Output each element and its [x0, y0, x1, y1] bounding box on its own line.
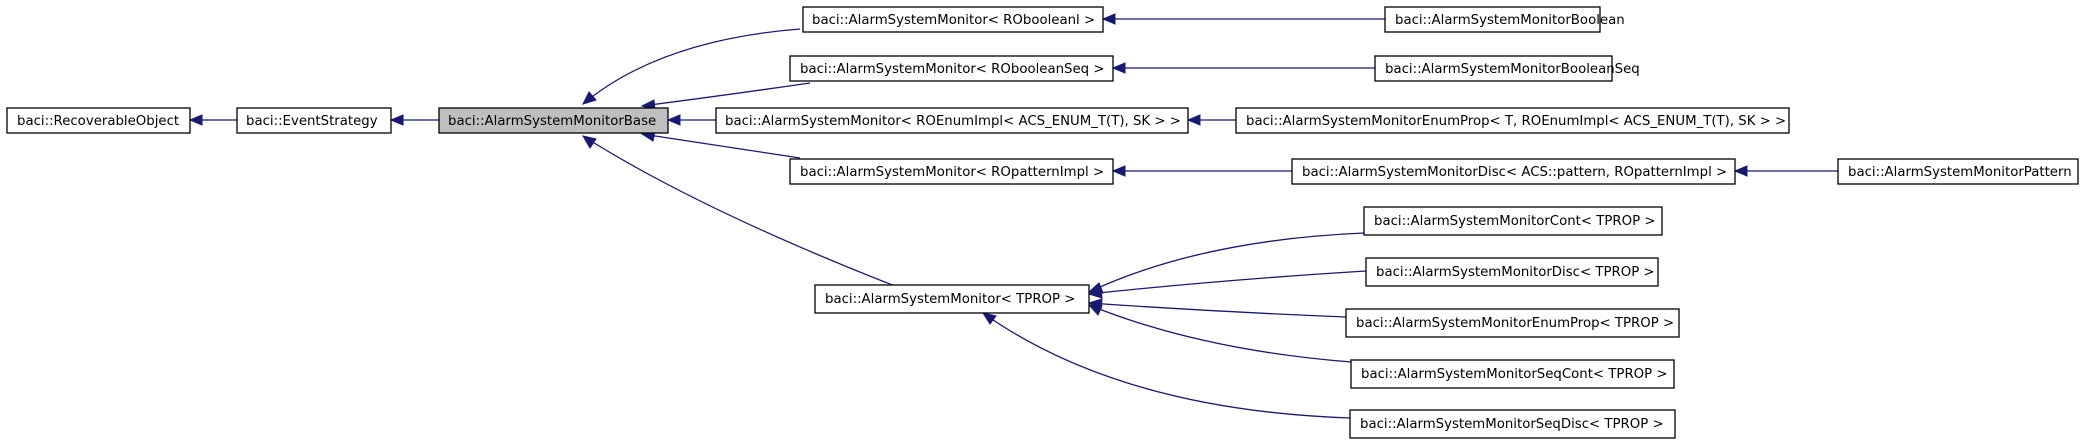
- arrowhead: [188, 114, 203, 126]
- node-asm-pattern[interactable]: baci::AlarmSystemMonitorPattern: [1837, 158, 2079, 185]
- node-asm-seqcont-tprop[interactable]: baci::AlarmSystemMonitorSeqCont< TPROP >: [1350, 359, 1675, 389]
- node-recoverable-object[interactable]: baci::RecoverableObject: [6, 107, 191, 134]
- node-asm-disc-pattern[interactable]: baci::AlarmSystemMonitorDisc< ACS::patte…: [1291, 158, 1736, 185]
- node-label: baci::AlarmSystemMonitorDisc< ACS::patte…: [1302, 165, 1727, 180]
- node-label: baci::AlarmSystemMonitorBase: [448, 114, 656, 129]
- arrowhead: [1087, 287, 1103, 299]
- edge-asm-ropatternimpl-to-base: [641, 133, 801, 159]
- node-label: baci::AlarmSystemMonitorDisc< TPROP >: [1376, 265, 1655, 280]
- edge-asm-enumprop-tprop-to-asm-tprop: [1088, 302, 1347, 318]
- edge-asm-roboolean-to-base: [582, 28, 801, 105]
- edge-asm-cont-tprop-to-asm-tprop: [1088, 232, 1365, 293]
- edge-asm-disc-tprop-to-asm-tprop: [1088, 270, 1367, 295]
- node-asm-roboolean[interactable]: baci::AlarmSystemMonitor< RObooleanl >: [802, 6, 1104, 33]
- node-label: baci::AlarmSystemMonitorSeqCont< TPROP >: [1361, 367, 1668, 382]
- node-event-strategy[interactable]: baci::EventStrategy: [236, 107, 392, 134]
- node-asm-robooleanseq[interactable]: baci::AlarmSystemMonitor< RObooleanSeq >: [789, 55, 1114, 82]
- edges: [188, 13, 1838, 419]
- node-label: baci::AlarmSystemMonitor< RObooleanl >: [812, 13, 1095, 28]
- node-label: baci::AlarmSystemMonitorCont< TPROP >: [1374, 214, 1655, 229]
- edge-asm-robooleanseq-to-base: [641, 82, 811, 107]
- edge-asm-seqcont-tprop-to-asm-tprop: [1088, 304, 1352, 363]
- node-asm-enumprop-tprop[interactable]: baci::AlarmSystemMonitorEnumProp< TPROP …: [1345, 308, 1680, 338]
- node-asm-tprop[interactable]: baci::AlarmSystemMonitor< TPROP >: [814, 284, 1090, 314]
- node-label: baci::AlarmSystemMonitor< TPROP >: [825, 292, 1075, 307]
- node-alarm-system-monitor-base[interactable]: baci::AlarmSystemMonitorBase: [438, 107, 669, 134]
- node-asm-disc-tprop[interactable]: baci::AlarmSystemMonitorDisc< TPROP >: [1365, 257, 1659, 287]
- nodes: baci::RecoverableObject baci::EventStrat…: [6, 6, 2079, 439]
- node-label: baci::AlarmSystemMonitorEnumProp< TPROP …: [1356, 316, 1674, 331]
- arrowhead: [389, 114, 404, 126]
- arrowhead: [1111, 165, 1126, 177]
- arrowhead: [666, 114, 681, 126]
- node-label: baci::AlarmSystemMonitor< ROpatternImpl …: [800, 165, 1104, 180]
- arrowhead: [581, 135, 597, 149]
- arrowhead: [1087, 304, 1103, 316]
- arrowhead: [582, 91, 597, 105]
- edge-asm-tprop-to-base: [582, 135, 901, 289]
- node-asm-roenumimpl[interactable]: baci::AlarmSystemMonitor< ROEnumImpl< AC…: [715, 107, 1189, 134]
- node-label: baci::AlarmSystemMonitorBoolean: [1395, 13, 1625, 28]
- node-asm-ropatternimpl[interactable]: baci::AlarmSystemMonitor< ROpatternImpl …: [789, 158, 1114, 185]
- arrowhead: [1733, 165, 1748, 177]
- node-label: baci::RecoverableObject: [17, 114, 179, 129]
- edge-asm-seqdisc-tprop-to-asm-tprop: [982, 312, 1351, 419]
- node-label: baci::AlarmSystemMonitorEnumProp< T, ROE…: [1246, 114, 1786, 129]
- node-label: baci::EventStrategy: [246, 114, 378, 129]
- arrowhead: [1101, 13, 1116, 25]
- node-label: baci::AlarmSystemMonitor< ROEnumImpl< AC…: [725, 114, 1181, 129]
- arrowhead: [1111, 62, 1126, 74]
- arrowhead: [1186, 114, 1201, 126]
- node-label: baci::AlarmSystemMonitorPattern: [1848, 165, 2072, 180]
- node-label: baci::AlarmSystemMonitorSeqDisc< TPROP >: [1360, 417, 1664, 432]
- node-label: baci::AlarmSystemMonitorBooleanSeq: [1385, 62, 1640, 77]
- node-asm-seqdisc-tprop[interactable]: baci::AlarmSystemMonitorSeqDisc< TPROP >: [1349, 409, 1676, 439]
- arrowhead: [981, 312, 997, 325]
- node-asm-booleanseq[interactable]: baci::AlarmSystemMonitorBooleanSeq: [1374, 55, 1640, 82]
- node-asm-enumprop-t[interactable]: baci::AlarmSystemMonitorEnumProp< T, ROE…: [1235, 107, 1790, 134]
- node-asm-cont-tprop[interactable]: baci::AlarmSystemMonitorCont< TPROP >: [1363, 206, 1663, 236]
- node-asm-boolean[interactable]: baci::AlarmSystemMonitorBoolean: [1384, 6, 1625, 33]
- node-label: baci::AlarmSystemMonitor< RObooleanSeq >: [800, 62, 1104, 77]
